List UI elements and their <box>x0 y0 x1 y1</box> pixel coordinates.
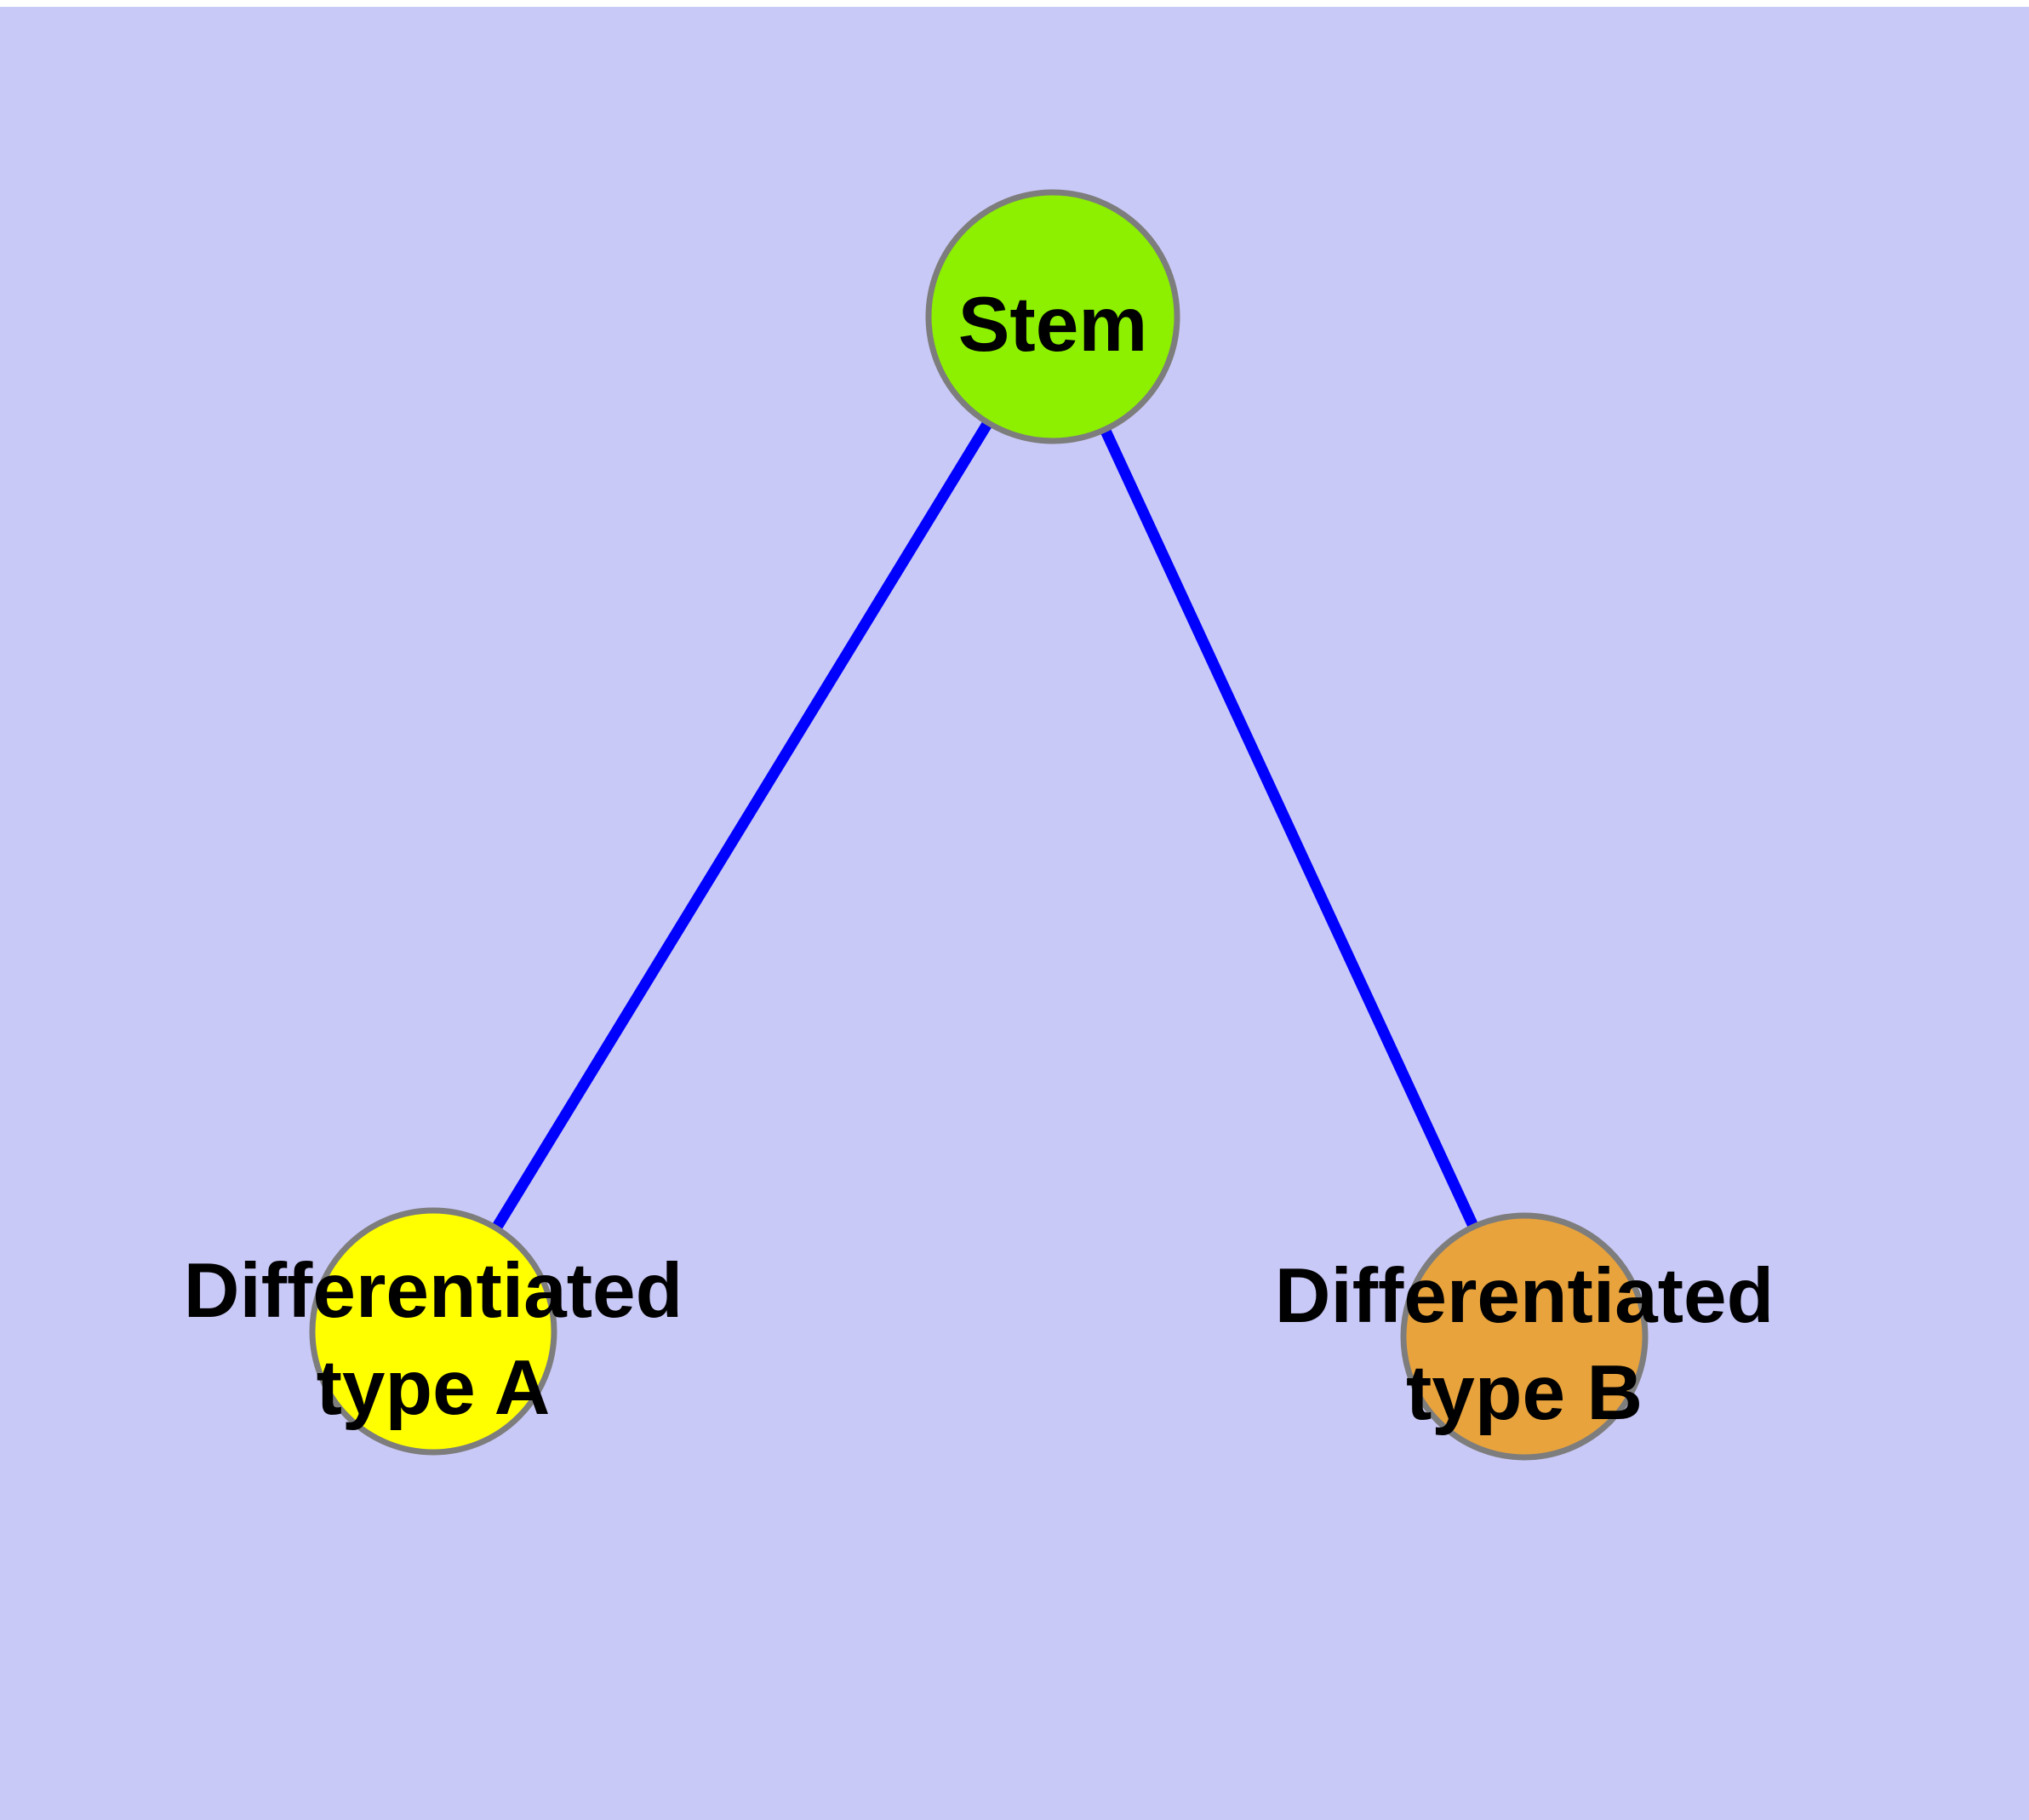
edges-layer <box>428 313 1529 1339</box>
edge-stem-to-differentiated-type-a <box>428 313 1058 1335</box>
node-differentiated-type-a[interactable] <box>309 1207 557 1456</box>
node-differentiated-type-a-label-line2: type A <box>317 1345 551 1431</box>
node-stem-label: Stem <box>958 282 1148 368</box>
canvas-top-margin <box>0 0 2029 7</box>
node-differentiated-type-b-label-line2: type B <box>1406 1350 1643 1436</box>
edge-stem-to-differentiated-type-b <box>1048 314 1529 1339</box>
node-differentiated-type-b[interactable] <box>1400 1212 1649 1461</box>
node-stem[interactable] <box>925 189 1180 444</box>
node-differentiated-type-a-label-line1: Differentiated <box>184 1248 683 1334</box>
nodes-layer <box>309 189 1649 1461</box>
node-differentiated-type-b-label-line1: Differentiated <box>1275 1253 1775 1339</box>
